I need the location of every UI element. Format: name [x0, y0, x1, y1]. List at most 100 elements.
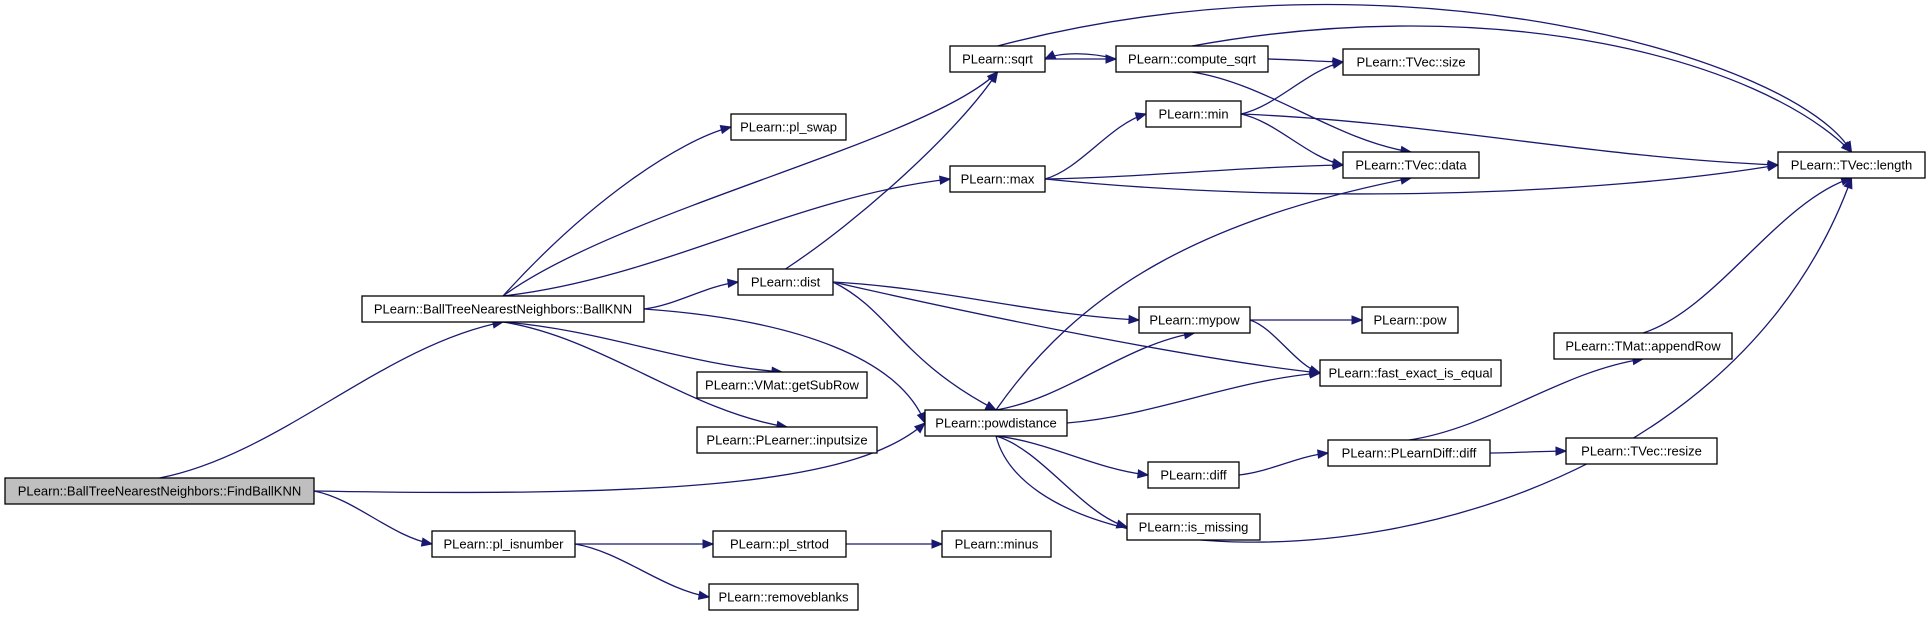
node-powdistance[interactable]: PLearn::powdistance	[924, 409, 1068, 437]
edge-powdistance-to-tvec_length	[995, 176, 1853, 543]
node-box	[696, 426, 878, 454]
arrowhead	[916, 411, 926, 425]
node-findballknn[interactable]: PLearn::BallTreeNearestNeighbors::FindBa…	[4, 477, 315, 505]
node-label: PLearn::pl_swap	[740, 120, 837, 135]
node-label: PLearn::max	[961, 172, 1035, 187]
node-box	[1138, 306, 1251, 334]
edge-line	[502, 126, 732, 297]
edge-min-to-tvec_length	[1240, 113, 1780, 170]
edge-dist-to-sqrt	[785, 70, 999, 270]
node-box	[361, 295, 645, 323]
node-pl_strtod[interactable]: PLearn::pl_strtod	[712, 530, 847, 558]
arrowhead	[697, 590, 711, 600]
edge-line	[995, 177, 1412, 411]
edge-max-to-min	[1044, 112, 1148, 180]
node-box	[4, 477, 315, 505]
arrowhead	[939, 175, 952, 185]
node-pow[interactable]: PLearn::pow	[1361, 306, 1459, 334]
node-min[interactable]: PLearn::min	[1145, 100, 1242, 128]
node-label: PLearn::mypow	[1149, 313, 1240, 328]
nodes-layer: PLearn::BallTreeNearestNeighbors::FindBa…	[4, 45, 1926, 611]
arrowhead	[1134, 112, 1148, 122]
arrowhead	[1555, 446, 1568, 456]
node-label: PLearn::pl_isnumber	[444, 537, 565, 552]
arrowhead	[987, 70, 999, 84]
edge-powdistance-to-diff	[995, 435, 1150, 479]
arrowhead	[913, 422, 927, 434]
node-box	[1777, 151, 1926, 179]
edge-mypow-to-pow	[1249, 315, 1364, 325]
node-diff[interactable]: PLearn::diff	[1147, 461, 1240, 489]
arrowhead	[702, 539, 715, 549]
arrowhead	[1331, 59, 1345, 69]
edge-ballknn-to-getsubrow	[502, 321, 784, 376]
edge-pl_isnumber-to-removeblanks	[574, 543, 711, 600]
node-removeblanks[interactable]: PLearn::removeblanks	[708, 583, 859, 611]
node-appendrow[interactable]: PLearn::TMat::appendRow	[1553, 332, 1733, 360]
edge-line	[1044, 113, 1147, 180]
node-fast_exact_is_equal[interactable]: PLearn::fast_exact_is_equal	[1319, 359, 1502, 387]
node-label: PLearn::powdistance	[935, 416, 1056, 431]
node-label: PLearn::TVec::data	[1355, 158, 1467, 173]
node-label: PLearn::BallTreeNearestNeighbors::FindBa…	[18, 484, 301, 499]
edge-line	[995, 435, 1128, 528]
node-label: PLearn::fast_exact_is_equal	[1328, 366, 1492, 381]
edge-line	[502, 71, 998, 297]
edge-dist-to-powdistance	[832, 281, 998, 411]
arrowhead	[726, 278, 740, 288]
node-box	[1126, 513, 1261, 541]
edge-dist-to-mypow	[832, 281, 1141, 325]
edge-powdistance-to-mypow	[995, 330, 1196, 411]
edge-ballknn-to-dist	[643, 278, 740, 310]
node-label: PLearn::min	[1158, 107, 1228, 122]
node-tvec_size[interactable]: PLearn::TVec::size	[1342, 48, 1480, 76]
node-label: PLearn::TMat::appendRow	[1565, 339, 1721, 354]
node-box	[949, 165, 1046, 193]
node-label: PLearn::TVec::length	[1791, 158, 1912, 173]
node-pl_swap[interactable]: PLearn::pl_swap	[730, 113, 847, 141]
edge-line	[995, 177, 1853, 543]
arrowhead	[1128, 314, 1141, 325]
edges-layer	[159, 3, 1853, 600]
node-pl_isnumber[interactable]: PLearn::pl_isnumber	[431, 530, 576, 558]
node-box	[708, 583, 859, 611]
node-tvec_length[interactable]: PLearn::TVec::length	[1777, 151, 1926, 179]
edge-findballknn-to-powdistance	[313, 422, 927, 494]
node-getsubrow[interactable]: PLearn::VMat::getSubRow	[696, 371, 868, 399]
node-max[interactable]: PLearn::max	[949, 165, 1046, 193]
edge-min-to-tvec_data	[1240, 113, 1345, 168]
edge-line	[1238, 452, 1329, 476]
node-plearndiff_diff[interactable]: PLearn::PLearnDiff::diff	[1327, 439, 1491, 467]
node-label: PLearn::BallTreeNearestNeighbors::BallKN…	[374, 302, 632, 317]
edge-powdistance-to-is_missing	[995, 435, 1129, 529]
node-label: PLearn::VMat::getSubRow	[705, 378, 860, 393]
node-inputsize[interactable]: PLearn::PLearner::inputsize	[696, 426, 878, 454]
node-sqrt[interactable]: PLearn::sqrt	[949, 45, 1046, 73]
edge-ballknn-to-pl_swap	[502, 125, 733, 297]
edge-ballknn-to-powdistance	[643, 308, 926, 425]
node-box	[1342, 48, 1480, 76]
node-box	[1147, 461, 1240, 489]
edge-line	[1408, 358, 1644, 441]
node-box	[1319, 359, 1502, 387]
edge-plearndiff_diff-to-tvec_resize	[1489, 446, 1568, 456]
edge-min-to-tvec_size	[1240, 59, 1345, 115]
node-is_missing[interactable]: PLearn::is_missing	[1126, 513, 1261, 541]
node-compute_sqrt[interactable]: PLearn::compute_sqrt	[1115, 45, 1269, 73]
edge-findballknn-to-ballknn	[159, 319, 505, 479]
node-box	[1361, 306, 1459, 334]
edge-line	[1489, 450, 1567, 454]
node-ballknn[interactable]: PLearn::BallTreeNearestNeighbors::BallKN…	[361, 295, 645, 323]
node-tvec_data[interactable]: PLearn::TVec::data	[1342, 151, 1480, 179]
edge-line	[313, 490, 433, 545]
node-box	[1327, 439, 1491, 467]
edge-compute_sqrt-to-tvec_size	[1267, 57, 1345, 67]
arrowhead	[931, 539, 944, 549]
node-mypow[interactable]: PLearn::mypow	[1138, 306, 1251, 334]
node-tvec_resize[interactable]: PLearn::TVec::resize	[1565, 437, 1718, 465]
node-box	[941, 530, 1052, 558]
node-dist[interactable]: PLearn::dist	[737, 268, 834, 296]
node-minus[interactable]: PLearn::minus	[941, 530, 1052, 558]
node-box	[1565, 437, 1718, 465]
node-label: PLearn::PLearnDiff::diff	[1342, 446, 1477, 461]
